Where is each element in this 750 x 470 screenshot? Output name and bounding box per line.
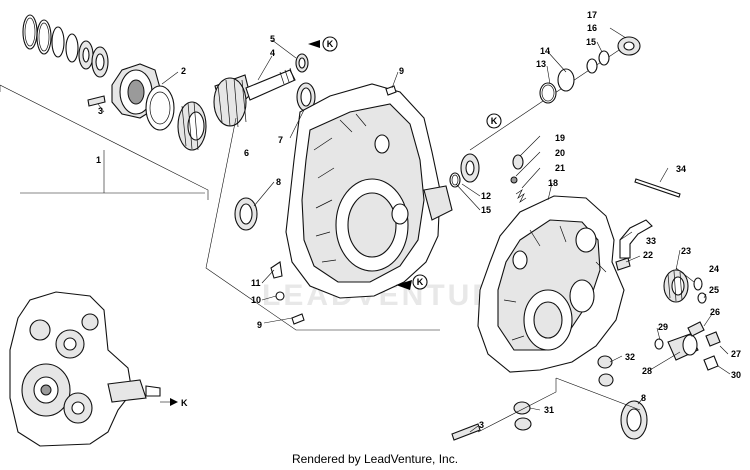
- spring-21: [515, 188, 527, 204]
- case-half-right: [477, 195, 625, 373]
- sensor-assembly: [654, 321, 721, 371]
- ring-24: [693, 277, 703, 291]
- callout-7: 7: [278, 135, 283, 145]
- seal-8-right: [620, 400, 648, 440]
- callout-19: 19: [555, 133, 565, 143]
- bracket-group-1: [0, 84, 209, 200]
- bearing-5: [295, 53, 309, 73]
- callout-17: 17: [587, 10, 597, 20]
- callout-16: 16: [587, 23, 597, 33]
- callout-31: 31: [544, 405, 554, 415]
- callout-9-bottom: 9: [257, 320, 262, 330]
- bracket-group-6: [205, 117, 440, 331]
- bracket-11: [270, 261, 283, 279]
- seal-8-left: [234, 197, 258, 231]
- shaft-group-right: [469, 36, 641, 151]
- bearing-cap-assembly: [111, 63, 175, 131]
- bolt-3-bottom: [451, 423, 481, 441]
- ring-15-lower: [449, 172, 461, 188]
- caps-32: [597, 355, 614, 387]
- callout-leaders: [97, 27, 731, 433]
- callout-11: 11: [251, 278, 261, 288]
- ball-20: [510, 176, 518, 184]
- bracket-group-right: [477, 377, 641, 433]
- callout-22: 22: [643, 250, 653, 260]
- svg-text:K: K: [491, 116, 498, 126]
- callout-34: 34: [676, 164, 686, 174]
- seal-rings-stack: [22, 14, 109, 78]
- dowel-pin-9-bottom: [291, 313, 305, 325]
- callout-5: 5: [270, 34, 275, 44]
- callout-14: 14: [540, 46, 550, 56]
- svg-text:K: K: [417, 277, 424, 287]
- callout-labels: 1 2 3 4 5 6 7 8 9 10 11 9 12 15 13 14 15…: [96, 10, 741, 430]
- callout-13: 13: [536, 59, 546, 69]
- pinion-shaft: [213, 67, 296, 128]
- callout-8-left: 8: [276, 177, 281, 187]
- k-marker-top: K: [308, 36, 338, 52]
- case-half-left: [285, 83, 453, 299]
- bevel-gear-lower: [177, 101, 207, 151]
- k-marker-case: K: [396, 274, 428, 290]
- callout-30: 30: [731, 370, 741, 380]
- callout-15-upper: 15: [586, 37, 596, 47]
- callout-10: 10: [251, 295, 261, 305]
- clip-25: [697, 292, 707, 304]
- callout-25: 25: [709, 285, 719, 295]
- callout-27: 27: [731, 349, 741, 359]
- callout-28: 28: [642, 366, 652, 376]
- callout-6: 6: [244, 148, 249, 158]
- callout-1: 1: [96, 155, 101, 165]
- rendered-by-footer: Rendered by LeadVenture, Inc.: [291, 452, 459, 466]
- callout-32: 32: [625, 352, 635, 362]
- svg-text:K: K: [327, 39, 334, 49]
- fitting-22: [615, 257, 631, 271]
- inset-assembled-view: [9, 291, 176, 447]
- callout-8-right: 8: [641, 393, 646, 403]
- bolt-3-top: [87, 95, 106, 107]
- callout-3-top: 3: [98, 106, 103, 116]
- callout-3-bottom: 3: [479, 420, 484, 430]
- callout-26: 26: [710, 307, 720, 317]
- hose-33: [619, 219, 653, 259]
- callout-23: 23: [681, 246, 691, 256]
- svg-text:K: K: [181, 398, 188, 408]
- callout-29: 29: [658, 322, 668, 332]
- callout-33: 33: [646, 236, 656, 246]
- fastener-10: [275, 291, 285, 301]
- k-marker-middle: K: [486, 113, 502, 129]
- callout-18: 18: [548, 178, 558, 188]
- callout-4: 4: [270, 48, 275, 58]
- callout-2: 2: [181, 66, 186, 76]
- cable-34: [634, 178, 681, 198]
- bearing-12: [460, 153, 480, 183]
- callout-15-lower: 15: [481, 205, 491, 215]
- callout-20: 20: [555, 148, 565, 158]
- seal-7: [296, 82, 316, 112]
- callout-24: 24: [709, 264, 719, 274]
- sensor-19: [512, 154, 524, 170]
- callout-21: 21: [555, 163, 565, 173]
- k-marker-inset: K: [170, 398, 188, 408]
- callout-12: 12: [481, 191, 491, 201]
- dowel-pin-9-top: [385, 85, 397, 96]
- callout-9-top: 9: [399, 66, 404, 76]
